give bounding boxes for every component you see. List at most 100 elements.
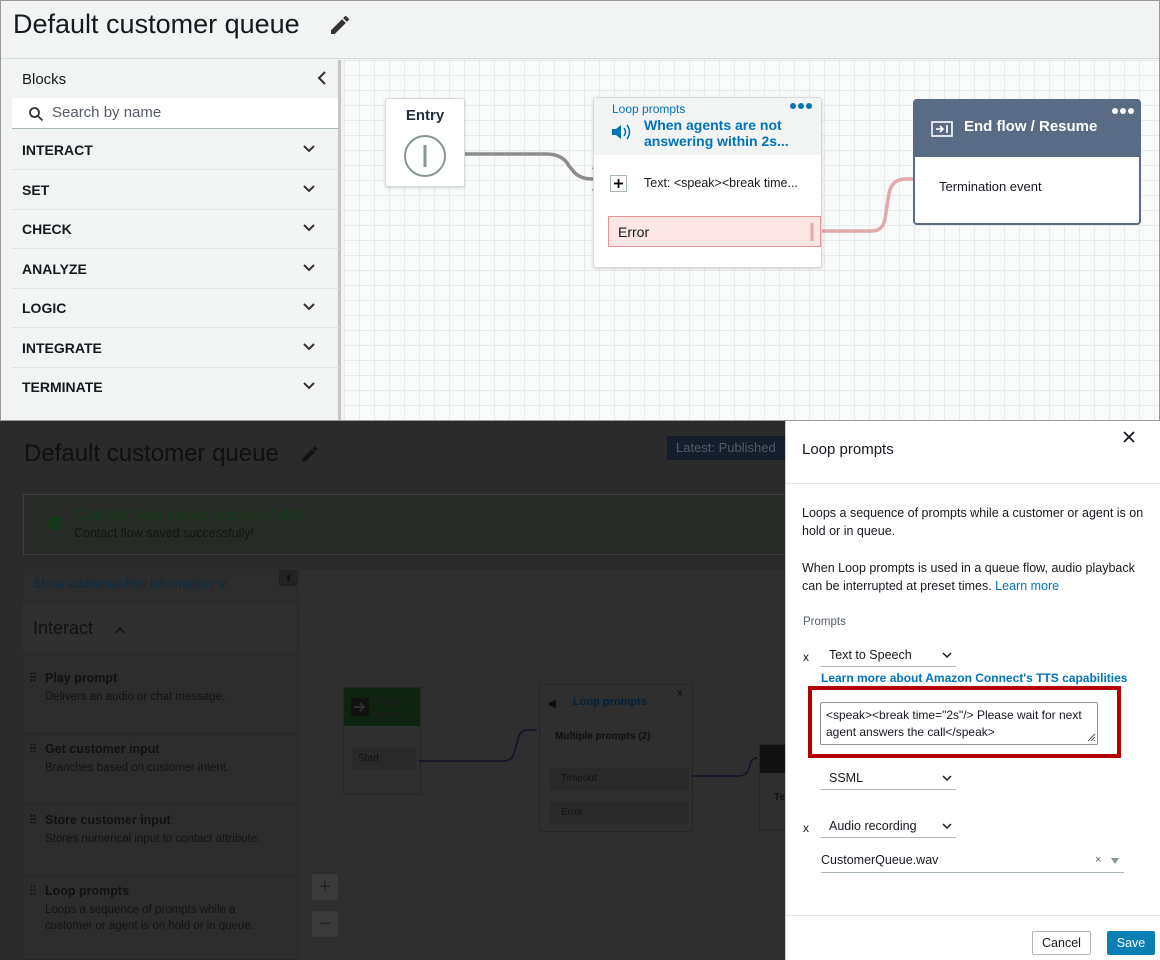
audio-file-select[interactable]: CustomerQueue.wav × — [821, 849, 1124, 873]
arrow-right-icon — [351, 698, 369, 716]
panel-description-queue: When Loop prompts is used in a queue flo… — [802, 559, 1147, 595]
flow-canvas-dimmed: + − Entry point Start Loop prompts x Mul… — [299, 570, 788, 960]
entry-start-icon — [404, 135, 446, 177]
node-close-icon[interactable]: x — [677, 687, 683, 699]
chevron-down-icon — [303, 382, 315, 390]
chevron-down-icon — [217, 581, 227, 589]
end-flow-block[interactable]: End flow / Resume Termination event — [913, 99, 1141, 225]
category-check[interactable]: CHECK — [11, 209, 339, 249]
more-options-icon[interactable] — [788, 100, 814, 112]
category-label: INTERACT — [22, 142, 93, 158]
node-subtitle: Multiple prompts (2) — [555, 731, 651, 742]
timeout-label: Timeout — [561, 773, 597, 784]
block-item-title: Play prompt — [45, 671, 118, 685]
drag-handle-icon[interactable] — [30, 743, 36, 753]
pencil-icon[interactable] — [328, 13, 352, 37]
block-item-store-customer-input[interactable]: Store customer input Stores numerical in… — [23, 805, 297, 876]
drag-handle-icon[interactable] — [30, 814, 36, 824]
save-button[interactable]: Save — [1107, 931, 1155, 955]
ssml-textarea[interactable]: <speak><break time="2s"/> Please wait fo… — [820, 702, 1098, 745]
select-value: SSML — [829, 771, 864, 785]
terminate-header — [760, 745, 788, 773]
connector-handle-icon[interactable] — [809, 223, 815, 241]
check-circle-icon — [48, 516, 62, 530]
block-item-loop-prompts[interactable]: Loop prompts Loops a sequence of prompts… — [23, 876, 297, 960]
resize-handle-icon[interactable] — [1087, 733, 1096, 742]
timeout-branch[interactable]: Timeout — [549, 768, 689, 790]
chevron-up-icon — [115, 626, 125, 634]
end-block-header: End flow / Resume — [915, 101, 1139, 157]
blocks-heading: Blocks — [22, 71, 67, 88]
entry-point-title: Entry point — [375, 697, 404, 721]
chevron-down-icon — [303, 145, 315, 153]
block-item-title: Get customer input — [45, 742, 160, 756]
chevron-down-icon — [942, 652, 952, 659]
loop-prompts-properties-panel: Loop prompts Loops a sequence of prompts… — [785, 421, 1160, 960]
flow-designer-top: Default customer queue Blocks INTERACT S… — [0, 0, 1160, 421]
close-icon[interactable] — [1122, 430, 1136, 444]
category-analyze[interactable]: ANALYZE — [11, 249, 339, 289]
category-label: LOGIC — [22, 300, 67, 316]
select-value: Audio recording — [829, 819, 917, 833]
interact-section-header[interactable]: Interact — [23, 604, 297, 650]
block-item-title: Loop prompts — [45, 884, 130, 898]
block-item-desc: Stores numerical input to contact attrib… — [45, 833, 261, 845]
prompt-type-select[interactable]: Audio recording — [821, 816, 956, 838]
zoom-out-button[interactable]: − — [312, 911, 338, 937]
category-logic[interactable]: LOGIC — [11, 288, 339, 328]
pencil-icon[interactable] — [300, 444, 320, 464]
category-set[interactable]: SET — [11, 170, 339, 210]
start-branch[interactable]: Start — [352, 748, 416, 770]
page-title: Default customer queue — [24, 440, 279, 467]
more-options-icon[interactable] — [1110, 105, 1136, 117]
alert-message: Contact flow saved successfully! — [74, 526, 254, 540]
chevron-down-icon — [303, 185, 315, 193]
divider — [786, 915, 1160, 916]
block-title: When agents are not answering within 2s.… — [644, 117, 789, 149]
error-branch[interactable]: Error — [608, 216, 821, 247]
prompt-type-select[interactable]: Text to Speech — [821, 645, 956, 667]
category-integrate[interactable]: INTEGRATE — [11, 328, 339, 368]
remove-prompt-button[interactable]: x — [803, 650, 809, 664]
dimmed-connectors — [419, 729, 758, 777]
loop-prompts-block[interactable]: Loop prompts When agents are not answeri… — [593, 97, 822, 268]
highlight-box — [808, 686, 1121, 758]
page-title: Default customer queue — [13, 9, 300, 39]
clear-icon[interactable]: × — [1095, 854, 1102, 866]
entry-label: Entry — [405, 107, 445, 124]
learn-more-link[interactable]: Learn more — [995, 579, 1060, 593]
drag-handle-icon[interactable] — [30, 885, 36, 895]
search-input[interactable] — [52, 104, 322, 121]
category-label: INTEGRATE — [22, 340, 102, 356]
category-terminate[interactable]: TERMINATE — [11, 367, 339, 407]
chevron-left-icon[interactable] — [315, 70, 329, 86]
cancel-button[interactable]: Cancel — [1032, 931, 1091, 955]
zoom-in-button[interactable]: + — [312, 874, 338, 900]
expand-icon[interactable] — [610, 175, 627, 192]
alert-title: Contact flow saved successfully! — [74, 507, 305, 524]
block-item-get-customer-input[interactable]: Get customer input Branches based on cus… — [23, 734, 297, 805]
entry-block[interactable]: Entry — [385, 98, 465, 187]
terminate-label: Te — [774, 792, 785, 803]
success-alert: Contact flow saved successfully! Contact… — [23, 494, 803, 555]
sidebar-collapse-button[interactable] — [279, 570, 297, 586]
remove-prompt-button[interactable]: x — [803, 821, 809, 835]
block-body: Termination event — [939, 179, 1042, 194]
panel-title: Loop prompts — [802, 441, 894, 458]
blocks-sidebar: Show additional flow information Interac… — [23, 570, 297, 960]
chevron-down-icon — [942, 823, 952, 830]
select-value: Text to Speech — [829, 648, 912, 662]
published-badge[interactable]: Latest: Published — [667, 436, 802, 460]
entry-point-node[interactable]: Entry point Start — [343, 687, 421, 795]
divider — [786, 483, 1160, 484]
block-item-desc: Delivers an audio or chat message. — [45, 691, 226, 703]
tts-learn-more-link[interactable]: Learn more about Amazon Connect's TTS ca… — [821, 671, 1128, 685]
text-format-select[interactable]: SSML — [821, 768, 956, 790]
drag-handle-icon[interactable] — [30, 672, 36, 682]
category-interact[interactable]: INTERACT — [11, 130, 339, 170]
show-info-link[interactable]: Show additional flow information — [33, 577, 213, 591]
loop-prompts-node[interactable]: Loop prompts x Multiple prompts (2) Time… — [539, 684, 693, 832]
prompt-text-row[interactable]: Text: <speak><break time... — [610, 174, 815, 194]
error-branch[interactable]: Error — [549, 802, 689, 824]
block-item-play-prompt[interactable]: Play prompt Delivers an audio or chat me… — [23, 663, 297, 734]
